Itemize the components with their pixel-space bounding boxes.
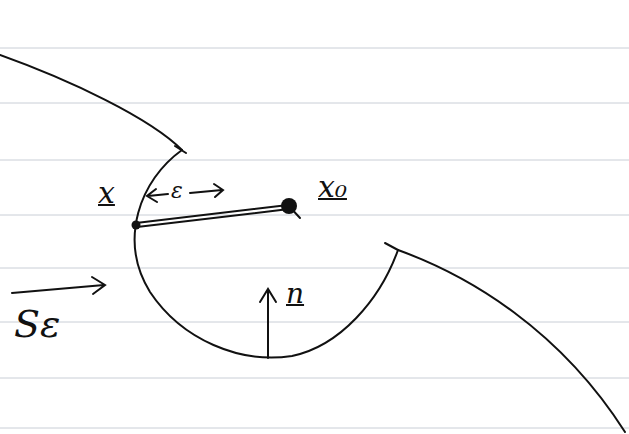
surface-curve <box>398 250 625 432</box>
point-dot <box>281 198 297 214</box>
normal-label: n <box>286 280 304 308</box>
radius-line <box>136 205 289 227</box>
distance-label: ε <box>171 180 183 202</box>
small-sphere-arc <box>135 150 398 358</box>
ruled-lines <box>0 48 629 428</box>
point-dot <box>132 221 141 230</box>
point-label: x₀ <box>318 172 347 202</box>
point-label: x <box>98 178 115 208</box>
pointer-arrow <box>12 277 105 294</box>
surface-label: Sε <box>14 305 60 343</box>
dimension-arrow <box>190 184 223 197</box>
dimension-arrow <box>147 189 168 202</box>
normal-arrow <box>260 289 276 358</box>
surface-curve <box>0 55 182 150</box>
surface-tick <box>385 243 398 250</box>
